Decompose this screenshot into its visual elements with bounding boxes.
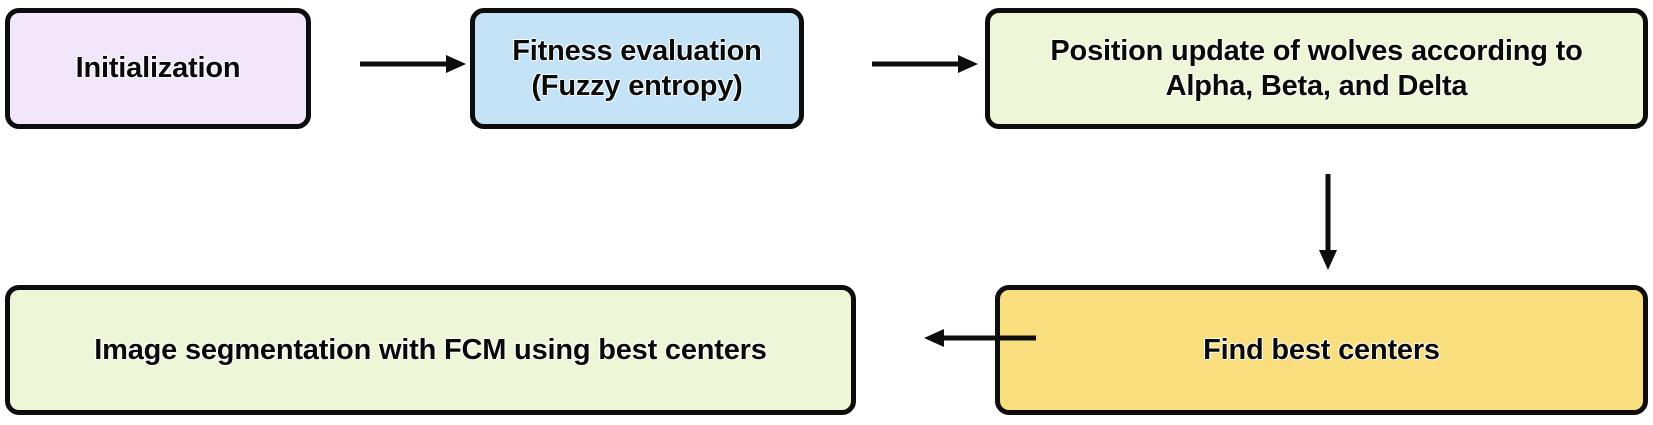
flow-node-initialization[interactable]: Initialization	[5, 8, 311, 129]
flow-node-initialization-label: Initialization	[75, 52, 241, 85]
flow-node-find-best-centers[interactable]: Find best centers	[995, 285, 1648, 415]
flow-arrow-best-to-segmentation	[920, 326, 1038, 350]
flow-arrow-fitness-to-position	[870, 52, 980, 76]
flow-node-fitness-evaluation-label: Fitness evaluation (Fuzzy entropy)	[512, 35, 762, 102]
flow-node-fitness-evaluation[interactable]: Fitness evaluation (Fuzzy entropy)	[470, 8, 804, 129]
flow-node-image-segmentation[interactable]: Image segmentation with FCM using best c…	[5, 285, 856, 415]
flow-node-image-segmentation-label: Image segmentation with FCM using best c…	[94, 333, 767, 366]
flow-node-position-update[interactable]: Position update of wolves according to A…	[985, 8, 1648, 129]
flow-node-find-best-centers-label: Find best centers	[1203, 333, 1440, 366]
flow-arrow-position-to-best	[1316, 172, 1340, 272]
flow-node-position-update-label: Position update of wolves according to A…	[1050, 35, 1583, 102]
flow-arrow-init-to-fitness	[358, 52, 468, 76]
